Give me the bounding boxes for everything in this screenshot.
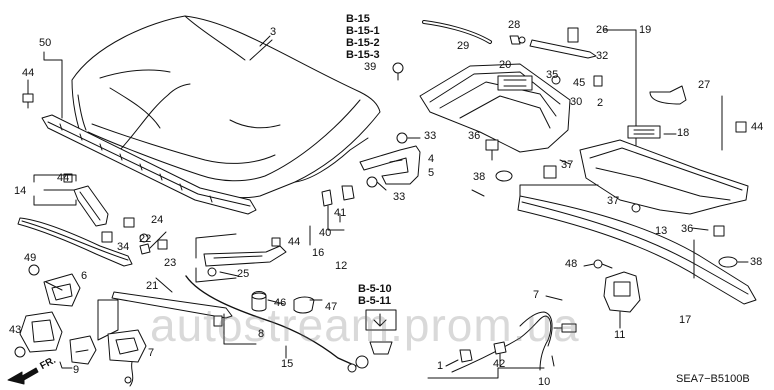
- part-label-38: 38: [473, 171, 486, 183]
- part-label-10: 10: [538, 376, 551, 388]
- part-label-7: 7: [533, 289, 540, 301]
- part-label-32: 32: [596, 50, 609, 62]
- ref-group-b5: B-5-10 B-5-11: [358, 283, 392, 307]
- part-label-43: 43: [9, 324, 22, 336]
- part-label-18: 18: [677, 127, 690, 139]
- ref-b15-3: B-15-3: [346, 49, 380, 61]
- ref-group-b15: B-15 B-15-1 B-15-2 B-15-3: [346, 13, 380, 61]
- part-label-1: 1: [437, 360, 444, 372]
- hood-lock-left: [19, 273, 147, 387]
- part-label-15: 15: [281, 358, 294, 370]
- part-label-17: 17: [679, 314, 692, 326]
- hinge-bracket-4: [359, 145, 421, 185]
- part-label-6: 6: [81, 270, 88, 282]
- cowl-cover-left: [419, 63, 571, 153]
- part-label-34: 34: [117, 241, 130, 253]
- part-label-31: 27: [698, 79, 711, 91]
- part-label-3: 3: [270, 26, 277, 38]
- part-label-14: 14: [14, 185, 27, 197]
- part-label-16: 16: [312, 247, 325, 259]
- part-label-22: 22: [139, 233, 152, 245]
- hood-front-seal: [41, 114, 257, 215]
- cowl-cover-right: [579, 125, 749, 215]
- hood-hinge-right: [203, 237, 287, 277]
- part-label-29: 29: [457, 40, 470, 52]
- part-label-23: 23: [164, 257, 177, 269]
- part-label-39: 39: [364, 61, 377, 73]
- part-label-48: 48: [565, 258, 578, 270]
- ref-b15-2: B-15-2: [346, 37, 380, 49]
- part-label-8: 8: [258, 328, 265, 340]
- part-label-7: 7: [148, 347, 155, 359]
- part-label-44: 44: [288, 236, 301, 248]
- part-label-44: 44: [751, 121, 764, 133]
- part-label-37: 37: [607, 195, 620, 207]
- bracket-14: [63, 173, 109, 227]
- front-direction-arrow: [7, 367, 39, 385]
- part-label-33: 33: [424, 130, 437, 142]
- part-label-9: 9: [73, 364, 80, 376]
- clip-44-left: [22, 93, 34, 109]
- part-label-30: 30: [570, 96, 583, 108]
- part-label-25: 25: [237, 268, 250, 280]
- part-label-4: 4: [428, 153, 435, 165]
- drawing-code: SEA7−B5100B: [676, 373, 750, 385]
- part-label-21: 21: [146, 280, 159, 292]
- part-label-47: 47: [325, 301, 338, 313]
- part-label-44: 44: [22, 67, 35, 79]
- part-label-36: 36: [681, 223, 694, 235]
- part-label-35: 35: [546, 69, 559, 81]
- part-label-28: 28: [508, 19, 521, 31]
- hood-latch: [603, 271, 641, 313]
- ref-b5-11: B-5-11: [358, 295, 392, 307]
- part-label-42: 42: [493, 358, 506, 370]
- part-label-40: 40: [319, 227, 332, 239]
- part-label-46: 46: [274, 297, 287, 309]
- watermark: autostream.prom.ua: [150, 299, 580, 351]
- part-label-41: 41: [334, 207, 347, 219]
- part-label-2: 2: [597, 97, 604, 109]
- part-label-36: 36: [468, 130, 481, 142]
- part-label-44: 44: [57, 172, 70, 184]
- part-label-26: 26: [596, 24, 609, 36]
- part-label-12: 12: [335, 260, 348, 272]
- part-label-37: 37: [561, 159, 574, 171]
- part-label-49: 49: [24, 252, 37, 264]
- part-label-5: 5: [428, 167, 435, 179]
- part-label-20: 20: [499, 59, 512, 71]
- ref-b15: B-15: [346, 13, 370, 25]
- part-label-11: 11: [614, 329, 626, 341]
- part-label-24: 24: [151, 214, 164, 226]
- part-label-38: 38: [750, 256, 763, 268]
- part-label-19: 19: [639, 24, 652, 36]
- ref-b5-10: B-5-10: [358, 283, 392, 295]
- part-label-33: 33: [393, 191, 406, 203]
- part-label-13: 13: [655, 225, 668, 237]
- part-label-45: 45: [573, 77, 586, 89]
- part-label-50: 50: [39, 37, 52, 49]
- hood-panel: [71, 15, 381, 199]
- ref-b15-1: B-15-1: [346, 25, 380, 37]
